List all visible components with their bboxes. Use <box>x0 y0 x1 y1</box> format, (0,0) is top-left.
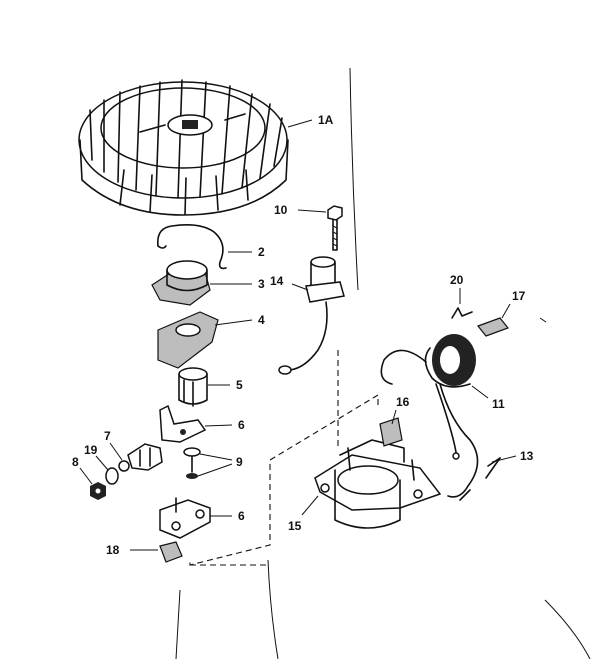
callout-coil: 11 <box>492 397 505 411</box>
wire-20 <box>451 288 473 319</box>
breaker-arm <box>159 404 233 443</box>
nut-8 <box>79 467 106 500</box>
flywheel-fins <box>89 79 283 215</box>
callout-washer-11: 19 <box>84 443 98 457</box>
clip-19 <box>477 303 547 337</box>
callout-washer-7: 7 <box>104 429 111 443</box>
sleeve <box>178 367 230 407</box>
screws-9 <box>183 447 233 479</box>
callout-cam: 3 <box>258 277 265 291</box>
callout-cover: 18 <box>106 543 120 557</box>
callout-sleeve: 5 <box>236 378 243 392</box>
callout-leads: 13 <box>520 449 534 463</box>
engine-outline <box>175 67 591 660</box>
callout-breaker-arm: 6 <box>238 418 245 432</box>
callout-flywheel: 1A <box>318 113 334 127</box>
callout-breaker-plate: 6 <box>238 509 245 523</box>
cam <box>151 260 252 306</box>
cover <box>130 541 183 563</box>
coil <box>380 334 489 498</box>
gasket <box>157 311 253 369</box>
callout-nut-8: 8 <box>72 455 79 469</box>
point-bracket <box>109 442 163 472</box>
callout-screws-9: 9 <box>236 455 243 469</box>
condenser <box>278 256 345 375</box>
spring <box>156 224 252 270</box>
bracket <box>301 409 442 529</box>
callout-wire-20: 20 <box>450 273 464 287</box>
callout-condenser: 14 <box>270 274 284 288</box>
callout-spring: 2 <box>258 245 265 259</box>
callout-clip-19: 17 <box>512 289 526 303</box>
callout-terminal: 16 <box>396 395 410 409</box>
flywheel <box>78 79 313 216</box>
assembly-guide-lines <box>189 350 379 566</box>
callout-bracket: 15 <box>288 519 302 533</box>
washer-11 <box>95 455 119 485</box>
callout-gasket: 4 <box>258 313 265 327</box>
leads <box>459 455 517 501</box>
breaker-plate <box>159 497 232 539</box>
callout-bolt-10: 10 <box>274 203 288 217</box>
bolt-10 <box>297 205 343 251</box>
